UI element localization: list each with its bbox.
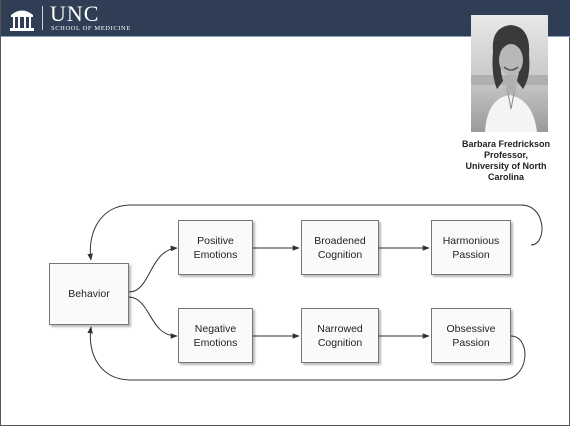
loop-harmonious-to-behavior (87, 204, 543, 261)
node-broadened-cognition: Broadened Cognition (301, 220, 379, 275)
node-label-line1: Negative (194, 322, 237, 335)
header-title: UNC (50, 1, 100, 26)
arrow-behavior-to-positive (128, 245, 178, 293)
loop-obsessive-to-behavior (87, 326, 526, 381)
node-obsessive-passion: Obsessive Passion (431, 308, 511, 363)
node-label-line1: Obsessive (446, 322, 496, 335)
node-narrowed-cognition: Narrowed Cognition (301, 308, 379, 363)
node-label-line2: Cognition (317, 336, 363, 349)
node-behavior: Behavior (49, 263, 129, 325)
portrait-photo (471, 15, 548, 132)
caption-affiliation-line1: University of North (465, 161, 547, 171)
node-label-line2: Passion (452, 336, 490, 349)
old-well-icon (10, 10, 34, 31)
caption-name: Barbara Fredrickson (461, 139, 551, 149)
node-label-line1: Narrowed (317, 322, 363, 335)
node-label-line1: Harmonious (442, 234, 500, 247)
node-positive-emotions: Positive Emotions (178, 220, 253, 275)
node-label-line2: Emotions (193, 248, 238, 261)
node-label-line2: Emotions (193, 336, 238, 349)
node-harmonious-passion: Harmonious Passion (431, 220, 511, 275)
arrow-behavior-to-negative (128, 296, 178, 339)
node-behavior-label: Behavior (68, 288, 110, 300)
node-label-line1: Broadened (314, 234, 366, 247)
caption-affiliation-line2: Carolina (487, 172, 524, 182)
node-label-line2: Cognition (317, 248, 363, 261)
header-divider (1, 36, 570, 37)
logo-divider (42, 6, 43, 30)
node-negative-emotions: Negative Emotions (178, 308, 253, 363)
portrait-caption: Barbara Fredrickson Professor, Universit… (446, 139, 566, 183)
node-label-line2: Passion (452, 248, 490, 261)
caption-role: Professor, (483, 150, 529, 160)
node-label-line1: Positive (197, 234, 234, 247)
header-subtitle: SCHOOL OF MEDICINE (51, 25, 131, 32)
